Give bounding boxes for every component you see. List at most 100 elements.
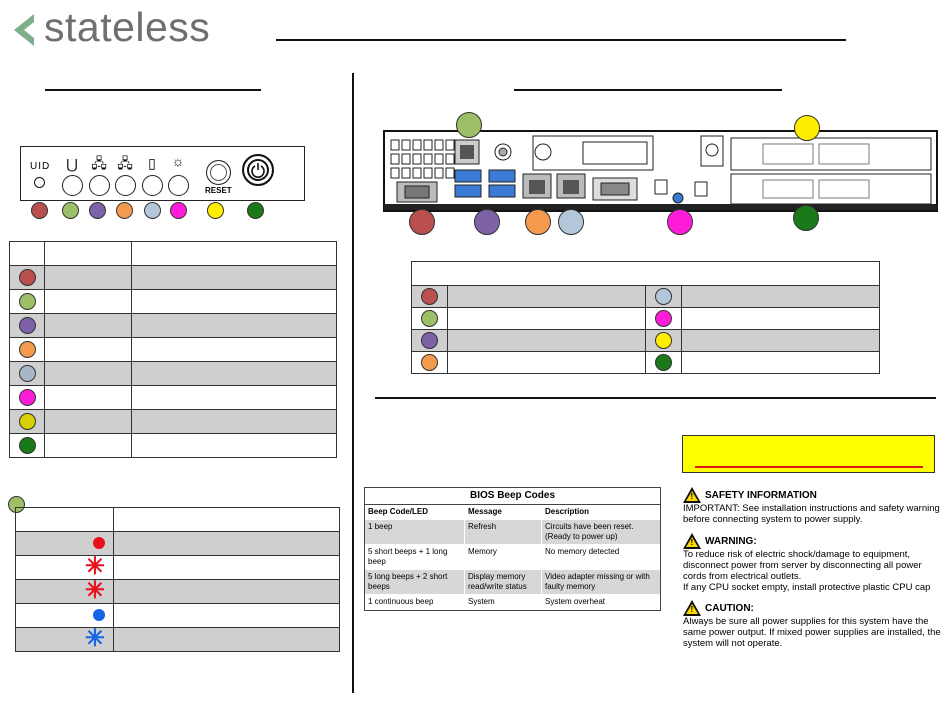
legend-dot [655,332,672,349]
legend-dot [18,389,36,406]
table-row [9,361,337,386]
status-blink-star-icon: ✳ [84,577,105,605]
color-cell [411,351,448,374]
rear-callout-dot [525,209,551,235]
front-led-table-header [9,241,337,266]
status-icon-cell: ✳ [15,553,114,581]
table-cell [113,555,340,580]
table-cell [44,361,132,386]
legend-dot [18,341,36,358]
beep-row: 1 continuous beep System System overheat [365,595,660,610]
table-cell [44,337,132,362]
rear-callout-dot [794,115,820,141]
table-cell [44,433,132,458]
front-panel-drawing: UID ⋃ 🖧 🖧 ▯ ☼ RESET [20,146,305,201]
table-row: ✳ [15,553,340,581]
bios-beep-codes-table: BIOS Beep Codes Beep Code/LED Message De… [364,487,661,611]
beep-table-title: BIOS Beep Codes [365,488,660,505]
table-row [9,265,337,290]
led-info [168,175,189,196]
lan1-icon: 🖧 [91,155,107,171]
legend-dot [421,332,438,349]
table-cell [447,329,646,352]
beep-row: 1 beep Refresh Circuits have been reset.… [365,520,660,545]
legend-dot [144,202,161,219]
rear-callout-dot [793,205,819,231]
legend-dot [116,202,133,219]
rear-callout-dot [456,112,482,138]
front-led-table [9,241,337,458]
table-row [9,337,337,362]
status-led-table-header [15,507,340,532]
rear-callout-dot [558,209,584,235]
status-blink-star-icon: ✳ [84,553,105,581]
table-cell [131,265,337,290]
legend-dot [421,288,438,305]
front-panel-heading-line [45,89,261,91]
rear-port-table [411,261,880,374]
rear-panel-drawing [383,130,938,212]
legend-dot [170,202,187,219]
column-divider [352,73,354,693]
table-row: ✳ [15,577,340,605]
legend-dot [18,293,36,310]
legend-dot [655,310,672,327]
table-cell [113,603,340,628]
table-row [411,351,880,374]
table-cell [131,289,337,314]
table-cell [681,351,880,374]
power-button[interactable] [242,154,274,186]
led-lan2 [115,175,136,196]
table-row [9,433,337,458]
legend-dot [655,288,672,305]
table-row [411,307,880,330]
warning-triangle-icon: ! [683,600,701,616]
color-cell [645,285,682,308]
rear-callout-dot [409,209,435,235]
table-cell [113,531,340,556]
table-cell [447,351,646,374]
uid-button[interactable] [34,177,45,188]
beep-table-header: Beep Code/LED Message Description [365,505,660,520]
usb-icon: ⋃ [66,156,78,172]
table-cell [44,409,132,434]
beep-row: 5 long beeps + 2 short beeps Display mem… [365,570,660,595]
section-divider [375,397,936,399]
safety-heading: !SAFETY INFORMATION [683,487,945,503]
table-cell [44,385,132,410]
legend-dot [18,317,36,334]
status-icon-cell [15,531,114,556]
reset-button[interactable] [206,160,231,185]
legend-dot [31,202,48,219]
led-hdd [142,175,163,196]
status-solid-dot-icon [93,537,105,550]
notice-box-underline [695,466,923,468]
legend-dot [247,202,264,219]
color-cell [411,329,448,352]
rear-callout-dot [667,209,693,235]
legend-dot [421,310,438,327]
legend-dot [89,202,106,219]
title-underline [276,39,846,41]
table-cell [44,289,132,314]
table-row [9,385,337,410]
color-cell [9,337,45,362]
legend-dot [18,365,36,382]
legend-dot [655,354,672,371]
table-row [411,285,880,308]
table-row [15,531,340,556]
color-cell [645,351,682,374]
color-cell [9,361,45,386]
table-row [9,289,337,314]
table-cell [131,337,337,362]
color-cell [411,285,448,308]
table-cell [44,313,132,338]
legend-dot [18,413,36,430]
table-cell [44,265,132,290]
status-led-table: ✳✳✳ [15,507,340,652]
uid-label: UID [30,161,51,172]
color-cell [9,313,45,338]
status-blink-star-icon: ✳ [84,625,105,653]
notice-box [682,435,935,473]
info-led-icon: ☼ [171,153,185,169]
